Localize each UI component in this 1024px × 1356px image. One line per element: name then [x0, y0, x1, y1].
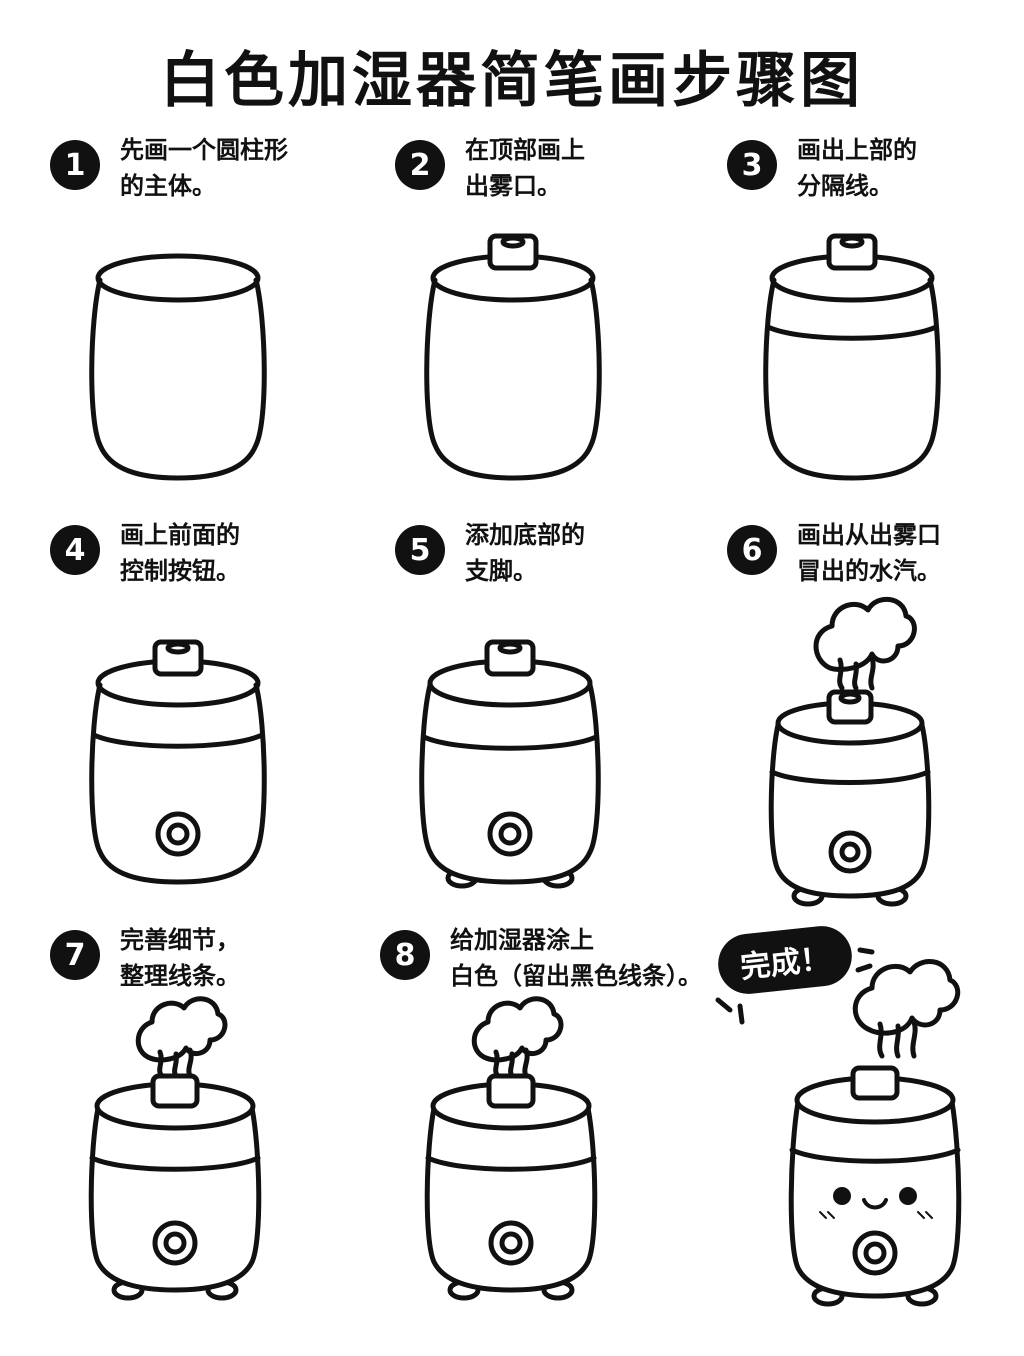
step-number-badge: 3	[727, 140, 777, 190]
step-description: 先画一个圆柱形 的主体。	[120, 136, 288, 200]
support-feet-icon	[811, 1285, 939, 1307]
step-description: 完善细节， 整理线条。	[120, 926, 240, 990]
step-description: 给加湿器涂上 白色（留出黑色线条）。	[450, 926, 702, 990]
step-number-badge: 2	[395, 140, 445, 190]
step-2: 2 在顶部画上 出雾口。	[395, 136, 715, 540]
face-icon	[819, 1187, 933, 1219]
step-description: 画出上部的 分隔线。	[797, 136, 917, 200]
step-7: 7 完善细节， 整理线条。	[50, 926, 370, 1330]
step-8: 8 给加湿器涂上 白色（留出黑色线条）。	[380, 926, 702, 1330]
step-number-badge: 6	[727, 525, 777, 575]
step-number-badge: 7	[50, 930, 100, 980]
humidifier-body-icon	[788, 1075, 962, 1299]
step-6: 6 画出从出雾口 冒出的水汽。	[727, 521, 1024, 925]
steam-cloud-icon	[852, 959, 961, 1059]
step-5: 5 添加底部的 支脚。	[395, 521, 715, 925]
step-number-badge: 8	[380, 930, 430, 980]
step-number-badge: 5	[395, 525, 445, 575]
step-4: 4 画上前面的 控制按钮。	[50, 521, 370, 925]
step-3: 3 画出上部的 分隔线。	[727, 136, 1024, 540]
page-title: 白色加湿器简笔画步骤图	[160, 46, 864, 116]
step-number-badge: 4	[50, 525, 100, 575]
step-number-badge: 1	[50, 140, 100, 190]
step-description: 添加底部的 支脚。	[465, 521, 585, 585]
step-description: 画出从出雾口 冒出的水汽。	[797, 521, 941, 585]
control-button-icon	[852, 1230, 898, 1276]
step-description: 在顶部画上 出雾口。	[465, 136, 585, 200]
mist-outlet-icon	[850, 1065, 900, 1101]
step-description: 画上前面的 控制按钮。	[120, 521, 240, 585]
step-1: 1 先画一个圆柱形 的主体。	[50, 136, 370, 540]
